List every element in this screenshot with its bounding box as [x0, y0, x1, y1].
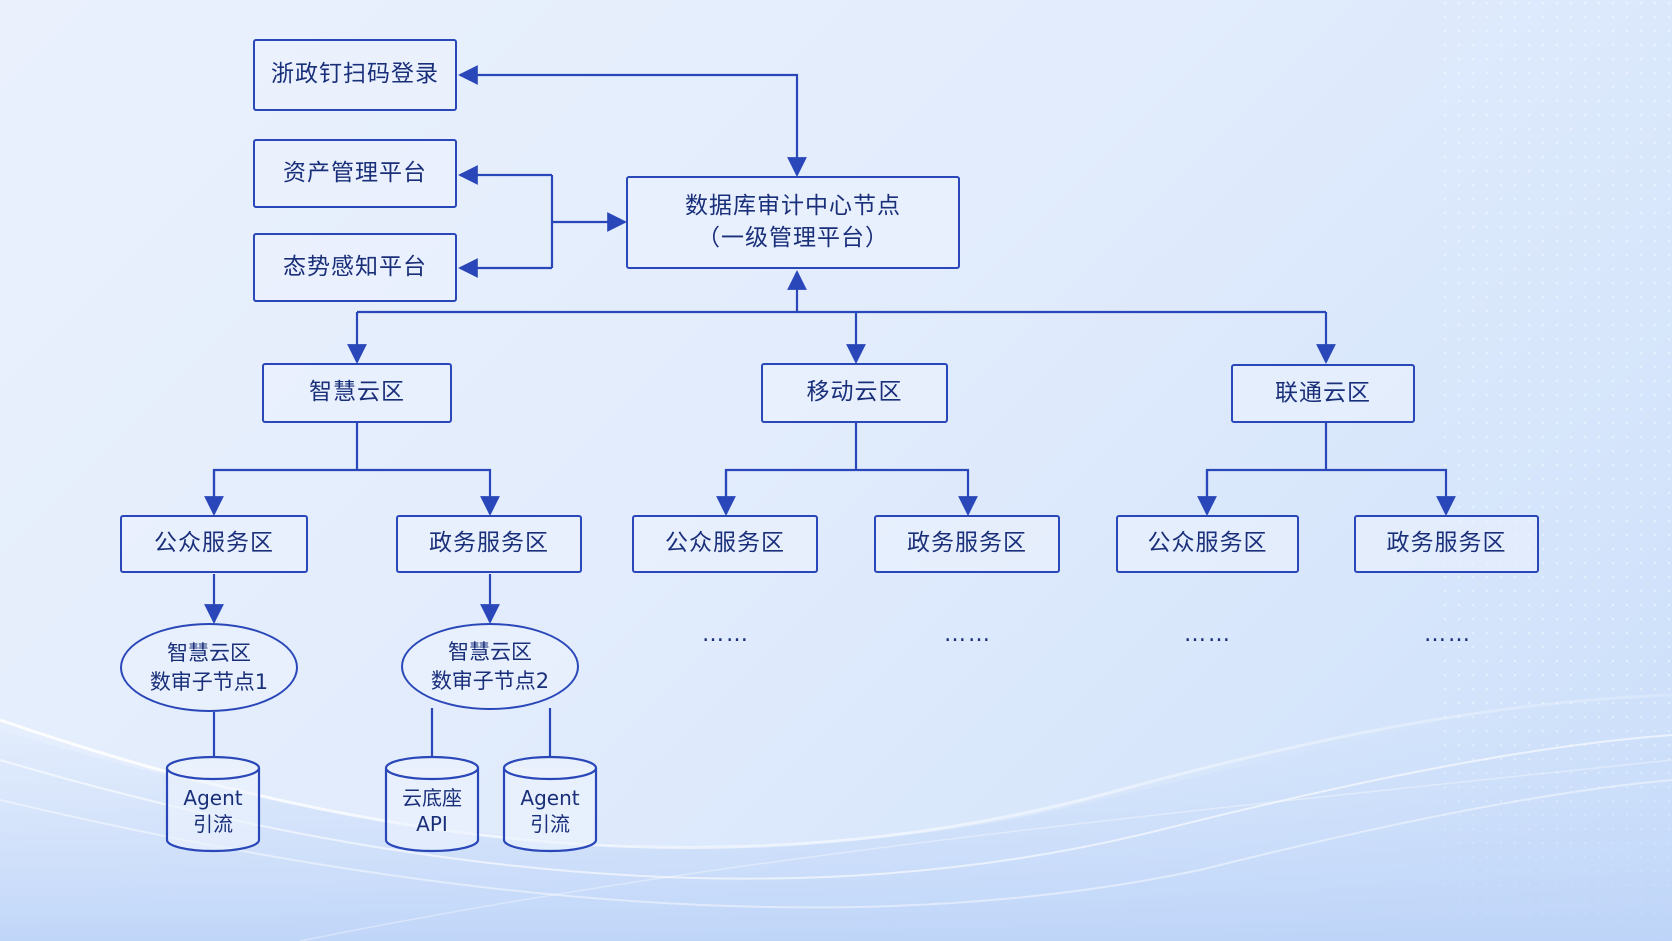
- ellipsis-yidong-public: ……: [702, 622, 750, 647]
- node-zone-liantong: 联通云区: [1231, 364, 1415, 423]
- ellipsis-liantong-gov: ……: [1424, 622, 1472, 647]
- node-subnode-2: 智慧云区 数审子节点2: [401, 623, 579, 710]
- node-liantong-public-service: 公众服务区: [1116, 515, 1299, 573]
- ellipsis-liantong-public: ……: [1184, 622, 1232, 647]
- ellipsis-yidong-gov: ……: [944, 622, 992, 647]
- node-zhihui-public-service: 公众服务区: [120, 515, 308, 573]
- node-zzd-login: 浙政钉扫码登录: [253, 39, 457, 111]
- cylinder-agent-1-label: Agent 引流: [183, 786, 243, 836]
- connector-login-center: [458, 65, 807, 177]
- node-liantong-gov-service: 政务服务区: [1354, 515, 1539, 573]
- node-situation-platform: 态势感知平台: [253, 233, 457, 302]
- node-zone-yidong: 移动云区: [761, 363, 948, 423]
- node-zhihui-gov-service: 政务服务区: [396, 515, 582, 573]
- connector-zhihui-split: [212, 422, 490, 514]
- node-yidong-gov-service: 政务服务区: [874, 515, 1060, 573]
- connector-liantong-split: [1205, 422, 1446, 514]
- connector-yidong-split: [724, 422, 968, 514]
- node-yidong-public-service: 公众服务区: [632, 515, 818, 573]
- node-subnode-1: 智慧云区 数审子节点1: [120, 623, 298, 712]
- node-audit-center: 数据库审计中心节点 （一级管理平台）: [626, 176, 960, 269]
- cylinder-agent-2-label: Agent 引流: [520, 786, 580, 836]
- cylinder-api-label: 云底座 API: [402, 786, 462, 836]
- node-asset-platform: 资产管理平台: [253, 139, 457, 208]
- node-zone-zhihui: 智慧云区: [262, 363, 452, 423]
